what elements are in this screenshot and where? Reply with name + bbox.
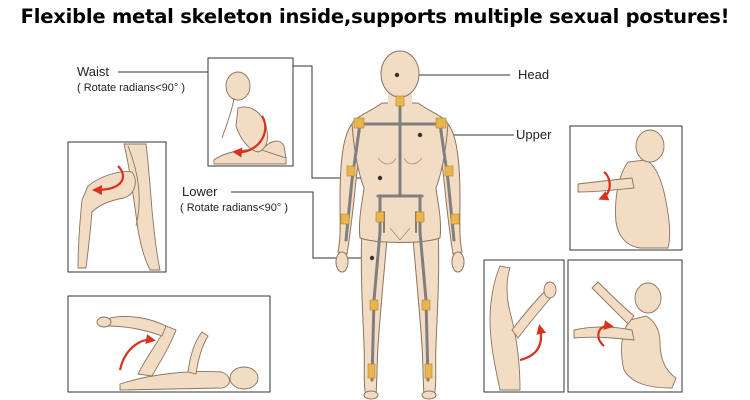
leg-rotation-arrow [92,165,124,195]
leader-dots [369,72,423,261]
head-label: Head [518,67,550,82]
upper-label: Upper [516,127,552,142]
panel-kneeling-reach [567,259,683,393]
panel-lying-pose [67,295,271,393]
lower-label: Lower [182,184,218,199]
lower-note: ( Rotate radians<90° ) [180,202,289,214]
skeleton-joints [340,95,460,379]
waist-note: ( Rotate radians<90° ) [77,82,186,94]
reach-rotation-arrow [519,324,547,362]
kneel-rotation-arrow [597,320,614,347]
panel-arm-forward [569,125,683,251]
panel-arm-reach [483,259,565,393]
waist-label: Waist [77,64,110,79]
panel-waist-bend [207,57,294,167]
center-figure [335,50,465,400]
lying-rotation-arrow [118,334,156,371]
panel-leg-raise [67,141,167,273]
body-details [377,157,423,241]
headline: Flexible metal skeleton inside,supports … [20,5,730,28]
arm-rotation-arrow [598,171,611,201]
waist-rotation-arrow [232,115,267,158]
